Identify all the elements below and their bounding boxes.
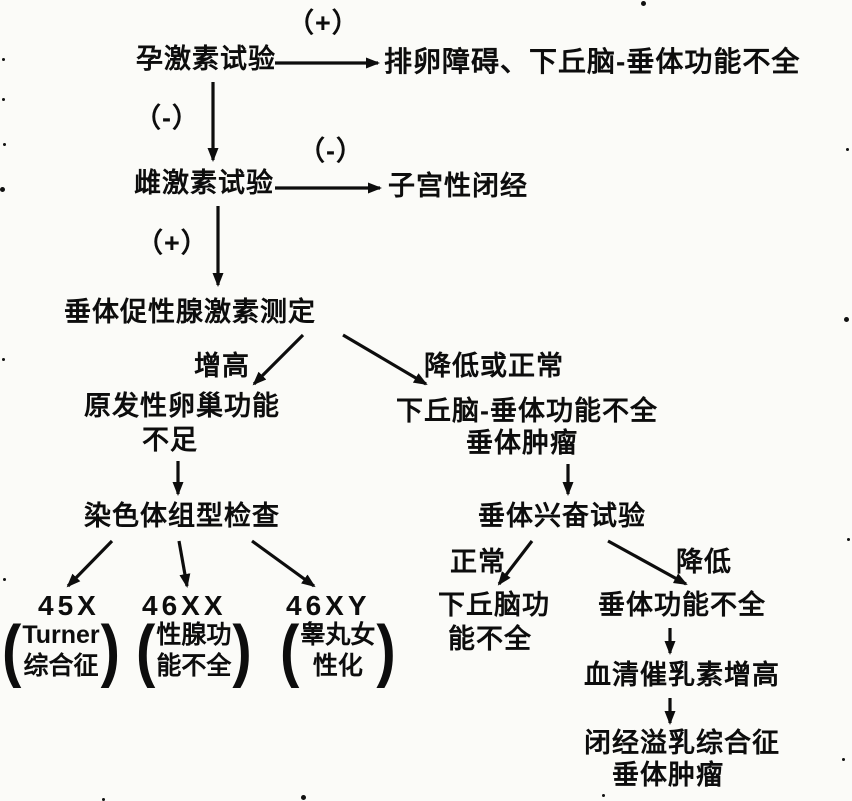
arrow-pituitary-normal (497, 540, 534, 586)
node-karyotype-46xy: 46XY (286, 590, 371, 621)
open-paren-gonadal: ( (136, 612, 156, 689)
node-amenorrhea-galactorrhea-syndrome: 闭经溢乳综合征 (584, 728, 780, 758)
node-pituitary-insufficiency: 垂体功能不全 (598, 590, 766, 620)
turner-line1: Turner (22, 621, 100, 649)
node-hypothalamic-insufficiency-line2: 能不全 (448, 624, 532, 654)
node-estrogen-test: 雌激素试验 (134, 168, 274, 198)
node-turner-syndrome: ( Turner 综合征 ) (2, 612, 120, 689)
node-hypothalamic-pituitary-insufficiency: 下丘脑-垂体功能不全 (396, 396, 658, 426)
node-gonadotropin-measurement: 垂体促性腺激素测定 (64, 297, 316, 327)
node-serum-prolactin-elevated: 血清催乳素增高 (584, 660, 780, 690)
arrow-karyotype-46xy (251, 539, 316, 588)
testicular-feminization-lines: 睾丸女 性化 (299, 620, 376, 682)
node-ovulation-disorder-result: 排卵障碍、下丘脑-垂体功能不全 (384, 46, 801, 77)
node-pituitary-stimulation-test: 垂体兴奋试验 (478, 501, 646, 531)
arrow-karyotype-46xx (177, 540, 191, 588)
close-paren-gonadal: ) (232, 612, 252, 689)
turner-syndrome-lines: Turner 综合征 (21, 620, 100, 682)
testicular-line2: 性化 (312, 652, 363, 680)
label-positive-top: （+） (287, 8, 360, 38)
node-karyotype-45x: 45X (38, 590, 100, 621)
turner-line2: 综合征 (23, 652, 99, 680)
arrow-pituitary-low (607, 539, 688, 586)
node-karyotype-46xx: 46XX (142, 590, 227, 621)
arrow-gonadotropin-elevated (252, 333, 305, 386)
label-decreased: 降低 (676, 547, 732, 577)
node-karyotype-exam: 染色体组型检查 (84, 501, 280, 531)
node-testicular-feminization: ( 睾丸女 性化 ) (280, 612, 396, 689)
node-primary-ovarian-insufficiency-line1: 原发性卵巢功能 (84, 391, 280, 421)
close-paren-testicular: ) (376, 612, 396, 689)
scan-noise (2, 58, 5, 61)
testicular-line1: 睾丸女 (300, 621, 376, 649)
gonadal-line2: 能不全 (156, 652, 232, 680)
arrow-karyotype-45x (66, 539, 114, 588)
label-positive-step2: （+） (136, 228, 209, 258)
open-paren-turner: ( (2, 612, 22, 689)
node-gonadal-insufficiency: ( 性腺功 能不全 ) (136, 612, 252, 689)
arrow-gonadotropin-low-normal (342, 333, 428, 386)
node-pituitary-tumor-final: 垂体肿瘤 (612, 760, 724, 790)
gonadal-insufficiency-lines: 性腺功 能不全 (155, 620, 232, 682)
gonadal-line1: 性腺功 (156, 621, 232, 649)
label-normal: 正常 (450, 547, 506, 577)
label-elevated: 增高 (194, 351, 250, 381)
node-progesterone-test: 孕激素试验 (136, 44, 276, 74)
label-decreased-or-normal: 降低或正常 (424, 351, 564, 381)
close-paren-turner: ) (100, 612, 120, 689)
node-pituitary-tumor-mid: 垂体肿瘤 (466, 428, 578, 458)
node-uterine-amenorrhea-result: 子宫性闭经 (388, 171, 528, 201)
open-paren-testicular: ( (280, 612, 300, 689)
node-hypothalamic-insufficiency-line1: 下丘脑功 (438, 590, 550, 620)
label-negative-step2: （-） (298, 136, 364, 166)
label-negative-step1: （-） (134, 103, 200, 133)
node-primary-ovarian-insufficiency-line2: 不足 (142, 425, 198, 455)
